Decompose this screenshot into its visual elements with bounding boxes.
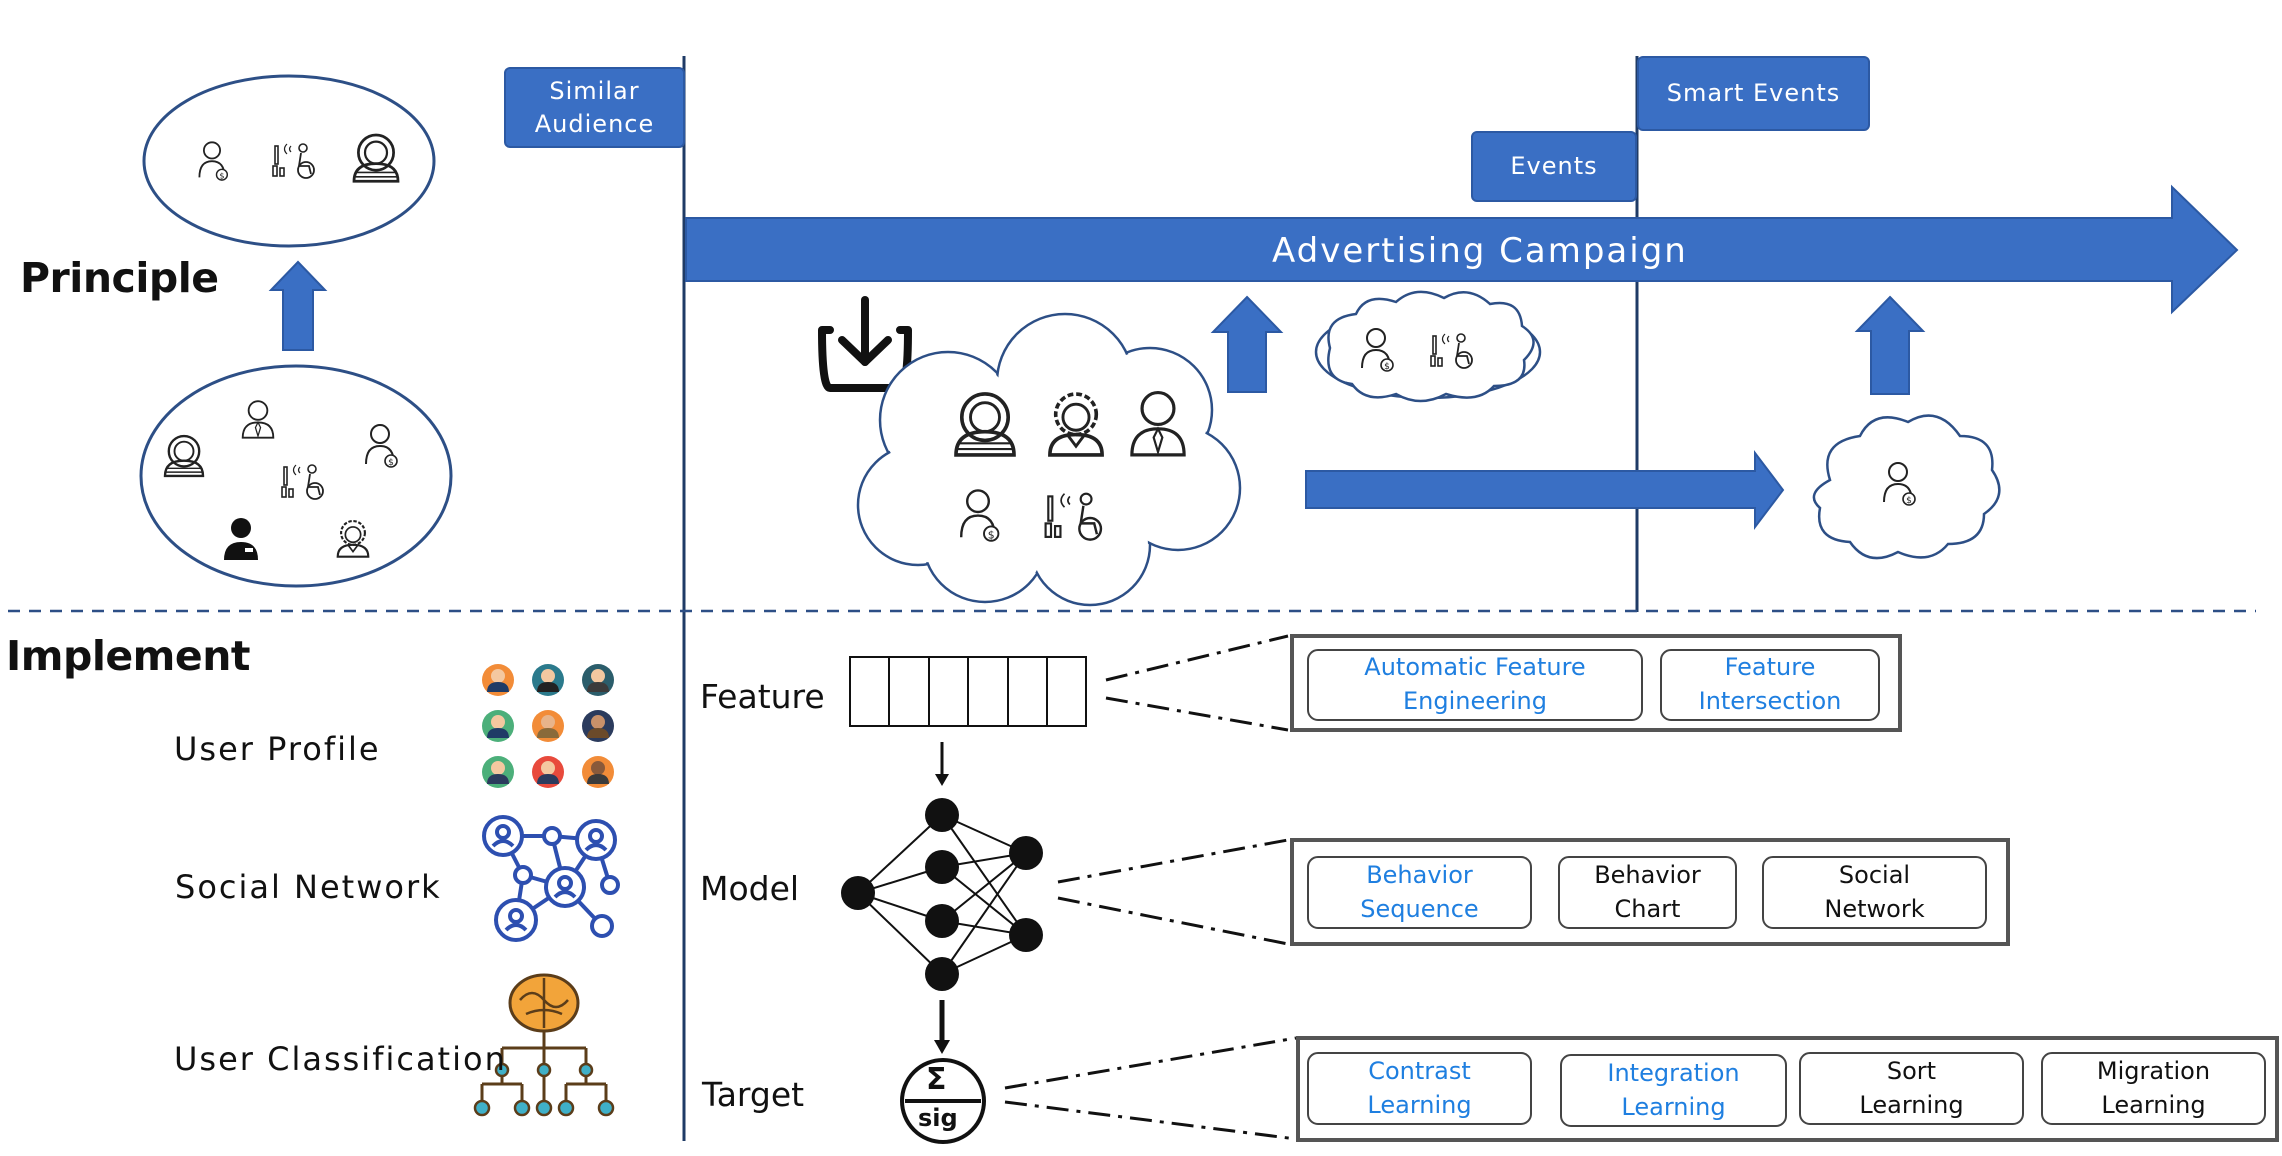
feature-label: Feature xyxy=(700,677,825,716)
network-icon xyxy=(482,815,620,942)
campaign-label: Advertising Campaign xyxy=(1272,231,1688,271)
target-method-sort: Sort Learning xyxy=(1799,1052,2024,1125)
model-label: Model xyxy=(700,869,800,908)
model-method-social-network: Social Network xyxy=(1762,856,1987,929)
smart-events-box: Smart Events xyxy=(1637,56,1870,131)
events-box: Events xyxy=(1471,131,1637,202)
similar-audience-box: Similar Audience xyxy=(504,67,685,148)
feature-method-automatic: Automatic Feature Engineering xyxy=(1307,649,1643,721)
target-method-migration: Migration Learning xyxy=(2041,1052,2266,1125)
brain-tree-icon xyxy=(473,973,615,1117)
feature-method-intersection: Feature Intersection xyxy=(1660,649,1880,721)
avatar-grid-icon xyxy=(482,664,614,788)
social-network-label: Social Network xyxy=(175,868,442,906)
model-method-behavior-chart: Behavior Chart xyxy=(1558,856,1737,929)
neuron-sig-label: sig xyxy=(918,1104,958,1132)
target-method-contrast: Contrast Learning xyxy=(1307,1052,1532,1125)
target-method-integration: Integration Learning xyxy=(1560,1054,1787,1127)
user-classification-label: User Classification xyxy=(174,1040,507,1078)
implement-heading: Implement xyxy=(6,632,251,680)
principle-heading: Principle xyxy=(20,254,219,302)
user-profile-label: User Profile xyxy=(174,730,381,768)
target-label: Target xyxy=(702,1075,805,1114)
neuron-sum-symbol: Σ xyxy=(926,1062,947,1097)
model-method-behavior-sequence: Behavior Sequence xyxy=(1307,856,1532,929)
